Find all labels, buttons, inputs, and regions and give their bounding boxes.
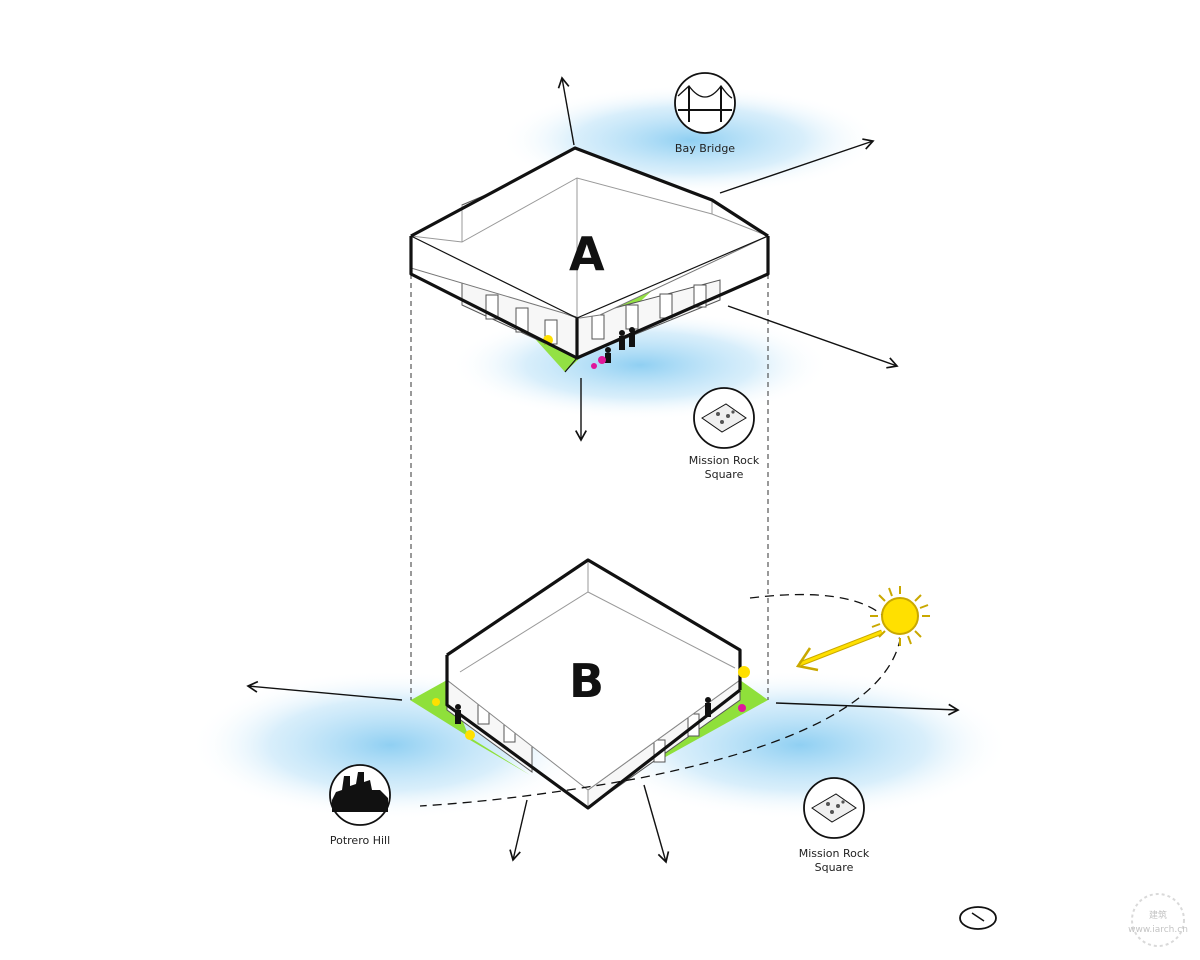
watermark: 建筑 www.iarch.cn	[1128, 893, 1188, 947]
furniture-b	[432, 666, 750, 740]
landmark-mission-rock-top: Mission Rock Square	[689, 387, 760, 481]
view-arrows-b	[246, 680, 960, 864]
projection-lines	[410, 274, 769, 700]
sun-path	[419, 593, 901, 807]
mission-rock-bottom-label-2: Square	[815, 861, 854, 874]
potrero-hill-label: Potrero Hill	[330, 834, 390, 847]
landmark-bay-bridge: Bay Bridge	[674, 72, 736, 155]
view-arrows-a	[557, 76, 899, 442]
building-a-letter: A	[569, 227, 605, 281]
building-b: B	[410, 558, 768, 810]
landmark-potrero-hill: Potrero Hill	[329, 764, 391, 847]
building-b-letter: B	[569, 654, 604, 708]
bay-bridge-label: Bay Bridge	[675, 142, 735, 155]
bay-bridge-icon	[674, 72, 736, 134]
watermark-text-top: 建筑	[1149, 909, 1167, 921]
north-indicator-icon	[959, 906, 997, 930]
windows-a-front	[485, 284, 707, 345]
mission-rock-top-label-1: Mission Rock	[689, 454, 760, 467]
building-a: A	[409, 146, 770, 373]
mission-rock-bottom-label-1: Mission Rock	[799, 847, 870, 860]
people-b	[455, 697, 711, 724]
sun-icon	[870, 586, 930, 646]
landmark-mission-rock-bottom: Mission Rock Square	[799, 777, 870, 874]
mission-rock-top-label-2: Square	[705, 468, 744, 481]
watermark-text-bottom: www.iarch.cn	[1128, 925, 1188, 935]
courtyard-grass-b	[410, 680, 530, 775]
